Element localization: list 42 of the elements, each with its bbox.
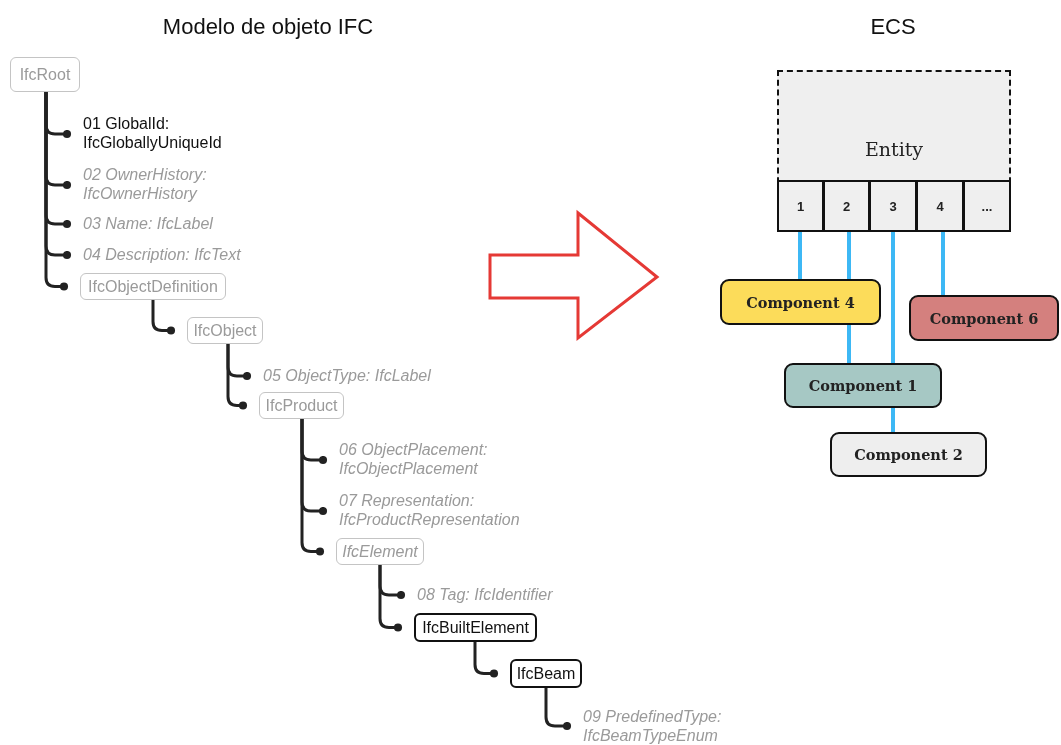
connector-line: [798, 232, 802, 279]
attribute-text: 09 PredefinedType: IfcBeamTypeEnum: [583, 707, 753, 745]
class-box: IfcRoot: [10, 57, 80, 92]
class-box: IfcBeam: [510, 659, 582, 688]
heading: ECS: [870, 14, 916, 40]
component-box: Component 4: [720, 279, 881, 325]
component-slot: 2: [823, 180, 870, 232]
component-box: Component 2: [830, 432, 987, 477]
component-slot: ...: [963, 180, 1011, 232]
entity-box: [777, 70, 1011, 232]
class-box: IfcProduct: [259, 392, 344, 419]
attribute-text: 05 ObjectType: IfcLabel: [263, 366, 431, 386]
component-slot: 3: [869, 180, 917, 232]
attribute-text: 06 ObjectPlacement: IfcObjectPlacement: [339, 440, 539, 480]
class-box: IfcBuiltElement: [414, 613, 537, 642]
connector-line: [847, 325, 851, 363]
tree-connector: [473, 642, 499, 678]
connector-line: [847, 232, 851, 279]
attribute-text: 08 Tag: IfcIdentifier: [417, 585, 553, 605]
tree-connector: [226, 344, 248, 410]
attribute-text: 02 OwnerHistory: IfcOwnerHistory: [83, 165, 253, 205]
component-slot: 1: [777, 180, 824, 232]
entity-label: Entity: [863, 138, 925, 160]
connector-line: [891, 232, 895, 363]
class-box: IfcObject: [187, 317, 263, 344]
attribute-text: 01 GlobalId: IfcGloballyUniqueId: [83, 114, 263, 154]
connector-line: [941, 232, 945, 295]
component-box: Component 1: [784, 363, 942, 408]
class-box: IfcElement: [336, 538, 424, 565]
attribute-text: 04 Description: IfcText: [83, 245, 241, 265]
tree-connector: [300, 419, 325, 556]
tree-connector: [151, 300, 176, 335]
connector-line: [891, 408, 895, 432]
class-box: IfcObjectDefinition: [80, 273, 226, 300]
tree-connector: [544, 688, 572, 731]
heading: Modelo de objeto IFC: [162, 14, 374, 40]
component-box: Component 6: [909, 295, 1059, 341]
tree-connector: [378, 565, 403, 632]
attribute-text: 07 Representation: IfcProductRepresentation: [339, 491, 549, 531]
tree-connector: [44, 92, 69, 291]
component-slot: 4: [916, 180, 964, 232]
attribute-text: 03 Name: IfcLabel: [83, 214, 213, 234]
